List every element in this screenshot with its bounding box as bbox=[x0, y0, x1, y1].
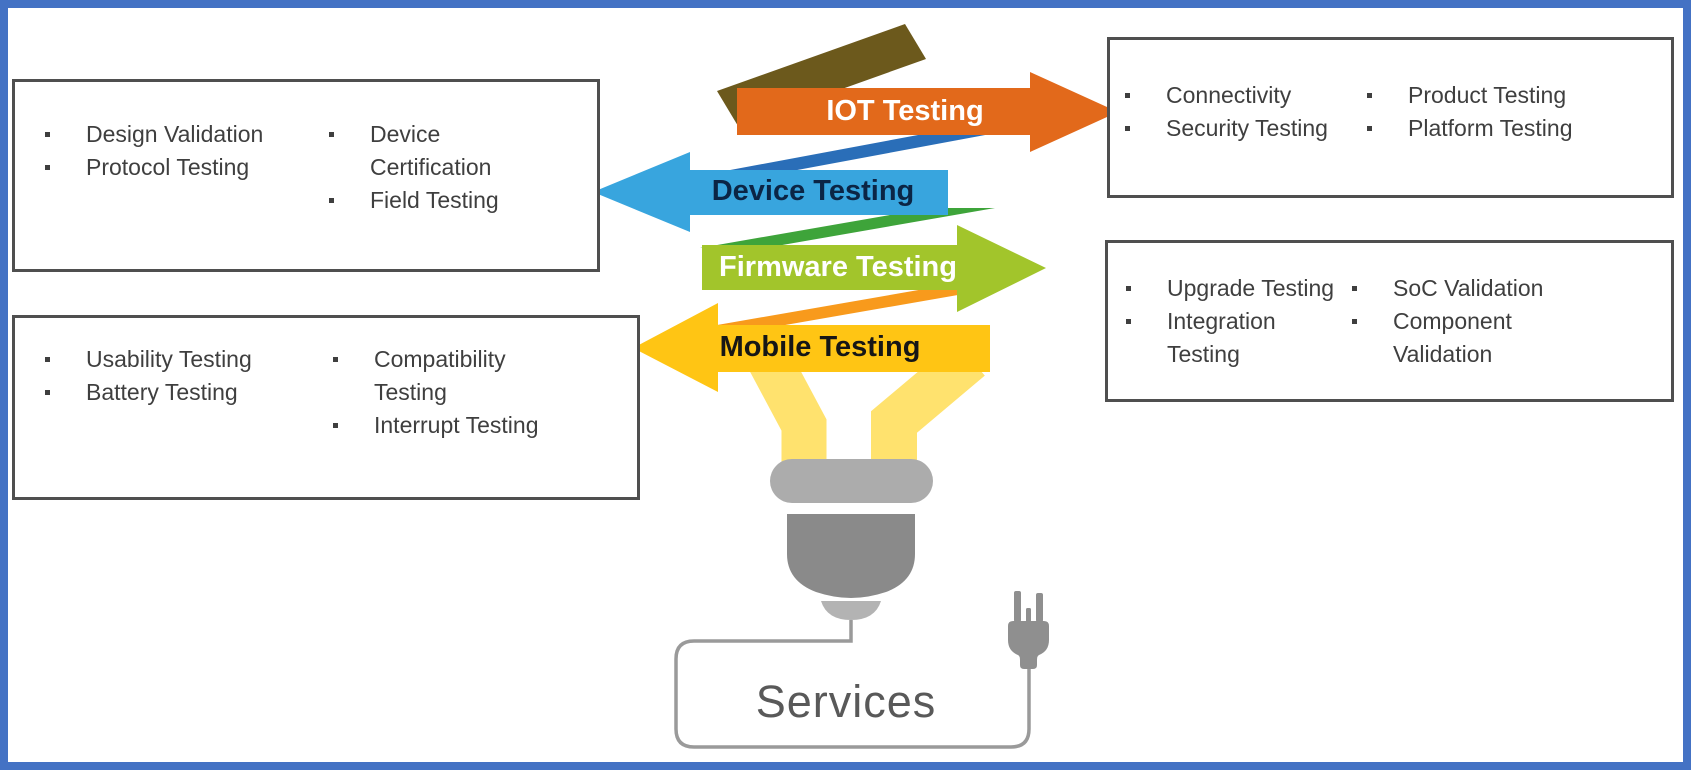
info-list: SoC Validation Component Validation bbox=[1352, 272, 1562, 371]
list-item-label: Interrupt Testing bbox=[374, 412, 539, 438]
info-list: Upgrade Testing Integration Testing bbox=[1126, 272, 1341, 371]
info-list: Connectivity Security Testing bbox=[1125, 79, 1365, 145]
ribbon-arrow-mobile bbox=[633, 303, 990, 392]
info-list: Compatibility Testing Interrupt Testing bbox=[333, 343, 548, 442]
info-box-bottom-right: Upgrade Testing Integration Testing SoC … bbox=[1105, 240, 1674, 402]
bullet-icon bbox=[1125, 93, 1130, 98]
bullet-icon bbox=[333, 423, 338, 428]
arrow-label-device: Device Testing bbox=[711, 175, 915, 207]
list-item-label: Component Validation bbox=[1393, 308, 1512, 367]
arrow-label-mobile: Mobile Testing bbox=[719, 331, 921, 363]
list-item-label: Connectivity bbox=[1166, 82, 1292, 108]
bullet-icon bbox=[333, 357, 338, 362]
list-item: Upgrade Testing bbox=[1126, 272, 1341, 305]
list-item-label: Usability Testing bbox=[86, 346, 252, 372]
list-item-label: Field Testing bbox=[370, 187, 499, 213]
bullet-icon bbox=[45, 390, 50, 395]
services-label: Services bbox=[755, 676, 937, 727]
info-list: Device Certification Field Testing bbox=[329, 118, 529, 217]
list-item-label: Product Testing bbox=[1408, 82, 1567, 108]
list-item: Device Certification bbox=[329, 118, 529, 184]
list-item-label: Security Testing bbox=[1166, 115, 1328, 141]
list-item: Interrupt Testing bbox=[333, 409, 548, 442]
bulb-body-icon bbox=[787, 514, 915, 598]
bullet-icon bbox=[1352, 286, 1357, 291]
bullet-icon bbox=[1126, 286, 1131, 291]
plug-body bbox=[1008, 621, 1049, 669]
list-item-label: Compatibility Testing bbox=[374, 346, 506, 405]
bullet-icon bbox=[45, 165, 50, 170]
bullet-icon bbox=[329, 198, 334, 203]
list-item-label: Design Validation bbox=[86, 121, 264, 147]
bullet-icon bbox=[45, 132, 50, 137]
list-item-label: Integration Testing bbox=[1167, 308, 1276, 367]
bullet-icon bbox=[329, 132, 334, 137]
list-item: Integration Testing bbox=[1126, 305, 1341, 371]
list-item-label: Protocol Testing bbox=[86, 154, 250, 180]
list-item: SoC Validation bbox=[1352, 272, 1562, 305]
list-item-label: Platform Testing bbox=[1408, 115, 1573, 141]
ribbon-fold-firmware bbox=[700, 208, 995, 248]
arrow-label-iot: IOT Testing bbox=[826, 95, 984, 127]
ribbon-arrow-device bbox=[593, 152, 948, 232]
bulb-base-icon bbox=[770, 459, 933, 503]
list-item: Battery Testing bbox=[45, 376, 315, 409]
ribbon-fold-mobile bbox=[700, 288, 998, 328]
bullet-icon bbox=[1367, 126, 1372, 131]
ribbon-arrow-iot bbox=[737, 72, 1118, 152]
info-list: Usability Testing Battery Testing bbox=[45, 343, 315, 409]
list-item: Usability Testing bbox=[45, 343, 315, 376]
ribbon-fold-device bbox=[698, 130, 1012, 176]
list-item: Product Testing bbox=[1367, 79, 1597, 112]
list-item: Platform Testing bbox=[1367, 112, 1597, 145]
bullet-icon bbox=[1367, 93, 1372, 98]
list-item-label: Upgrade Testing bbox=[1167, 275, 1335, 301]
plug-prong-left bbox=[1014, 591, 1021, 622]
bullet-icon bbox=[1126, 319, 1131, 324]
list-item: Connectivity bbox=[1125, 79, 1365, 112]
bulb-tube-left-icon bbox=[745, 341, 827, 468]
list-item-label: Device Certification bbox=[370, 121, 492, 180]
info-box-top-left: Design Validation Protocol Testing Devic… bbox=[12, 79, 600, 272]
arrow-label-firmware: Firmware Testing bbox=[719, 251, 957, 283]
bullet-icon bbox=[1125, 126, 1130, 131]
bulb-tube-right-icon bbox=[871, 340, 985, 468]
bullet-icon bbox=[1352, 319, 1357, 324]
services-box-wire bbox=[674, 620, 1031, 749]
bulb-tip-icon bbox=[821, 601, 881, 620]
list-item-label: Battery Testing bbox=[86, 379, 238, 405]
list-item: Protocol Testing bbox=[45, 151, 315, 184]
plug-icon bbox=[1008, 591, 1049, 669]
list-item: Field Testing bbox=[329, 184, 529, 217]
list-item: Component Validation bbox=[1352, 305, 1562, 371]
info-box-top-right: Connectivity Security Testing Product Te… bbox=[1107, 37, 1674, 198]
list-item: Security Testing bbox=[1125, 112, 1365, 145]
bullet-icon bbox=[45, 357, 50, 362]
ribbon-arrow-firmware bbox=[702, 225, 1046, 312]
plug-prong-middle bbox=[1026, 608, 1031, 622]
info-box-bottom-left: Usability Testing Battery Testing Compat… bbox=[12, 315, 640, 500]
list-item: Design Validation bbox=[45, 118, 315, 151]
list-item: Compatibility Testing bbox=[333, 343, 548, 409]
info-list: Design Validation Protocol Testing bbox=[45, 118, 315, 184]
list-item-label: SoC Validation bbox=[1393, 275, 1544, 301]
info-list: Product Testing Platform Testing bbox=[1367, 79, 1597, 145]
plug-prong-right bbox=[1036, 593, 1043, 622]
